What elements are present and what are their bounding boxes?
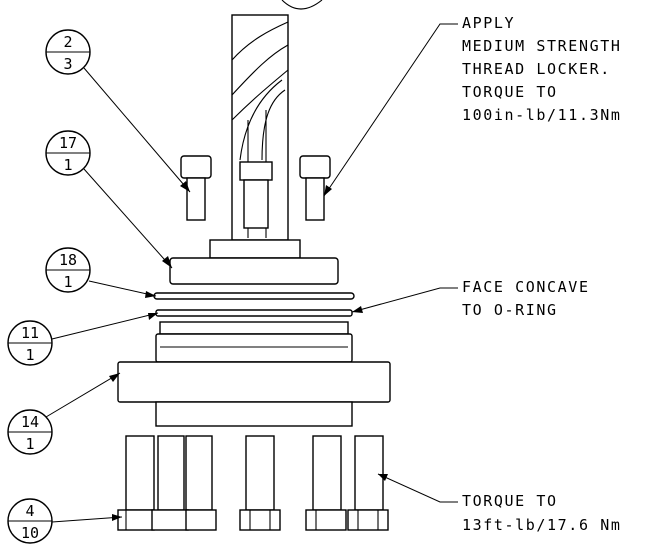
- note-line: THREAD LOCKER.: [462, 60, 611, 78]
- o-ring: [153, 292, 355, 300]
- leader-face-concave: [351, 287, 458, 313]
- balloon-item-number: 18: [59, 251, 77, 269]
- note-line: 13ft-lb/17.6 Nm: [462, 516, 621, 534]
- hub-flange: [169, 239, 339, 285]
- balloon-item-4: 4 10: [7, 498, 53, 544]
- leader-item-4: [51, 516, 123, 523]
- balloon-qty: 1: [25, 435, 34, 453]
- balloon-item-number: 17: [59, 134, 77, 152]
- note-line: FACE CONCAVE: [462, 278, 590, 296]
- arrowhead: [352, 306, 363, 313]
- balloon-item-number: 2: [63, 33, 72, 51]
- leader-item-11: [51, 312, 159, 340]
- arrowhead: [180, 181, 190, 192]
- balloon-item-11: 11 1: [7, 320, 53, 366]
- note-line: APPLY: [462, 14, 515, 32]
- leader-torque-bolts: [377, 473, 458, 503]
- concave-washer: [155, 309, 353, 317]
- balloon-item-number: 11: [21, 324, 39, 342]
- arrowhead: [145, 291, 156, 298]
- leader-item-18: [88, 280, 157, 297]
- balloon-item-number: 4: [25, 502, 34, 520]
- note-line: TORQUE TO: [462, 83, 558, 101]
- arrowhead: [324, 185, 332, 196]
- balloon-item-17: 17 1: [45, 130, 91, 176]
- balloon-qty: 3: [63, 55, 72, 73]
- balloon-qty: 1: [63, 273, 72, 291]
- balloon-qty: 10: [21, 524, 39, 542]
- mounting-plate: [117, 361, 391, 427]
- leader-item-2: [83, 67, 191, 193]
- arrowhead: [112, 514, 122, 521]
- note-face-concave: FACE CONCAVE TO O-RING: [462, 278, 590, 319]
- spiral-shaft: [231, 14, 289, 241]
- note-line: TORQUE TO: [462, 492, 558, 510]
- note-line: TO O-RING: [462, 301, 558, 319]
- arrowhead: [378, 474, 388, 481]
- balloon-item-number: 14: [21, 413, 39, 431]
- note-torque-bolts: TORQUE TO 13ft-lb/17.6 Nm: [462, 492, 621, 534]
- cap-screw-right: [299, 155, 331, 221]
- balloon-qty: 1: [25, 346, 34, 364]
- leader-item-14: [45, 372, 121, 418]
- balloon-item-14: 14 1: [7, 409, 53, 455]
- hex-bolts: [117, 435, 389, 531]
- cap-screw-left: [180, 155, 212, 221]
- balloon-qty: 1: [63, 156, 72, 174]
- arrowhead: [162, 256, 172, 268]
- note-line: 100in-lb/11.3Nm: [462, 106, 621, 124]
- arrowhead: [109, 373, 120, 382]
- partial-balloon: [281, 0, 323, 10]
- leader-thread-locker: [323, 23, 458, 197]
- note-line: MEDIUM STRENGTH: [462, 37, 621, 55]
- balloon-item-2: 2 3: [45, 29, 91, 75]
- balloon-item-18: 18 1: [45, 247, 91, 293]
- leader-item-17: [83, 168, 173, 269]
- note-thread-locker: APPLY MEDIUM STRENGTH THREAD LOCKER. TOR…: [462, 14, 621, 124]
- adapter-body: [155, 321, 353, 363]
- arrowhead: [148, 313, 158, 320]
